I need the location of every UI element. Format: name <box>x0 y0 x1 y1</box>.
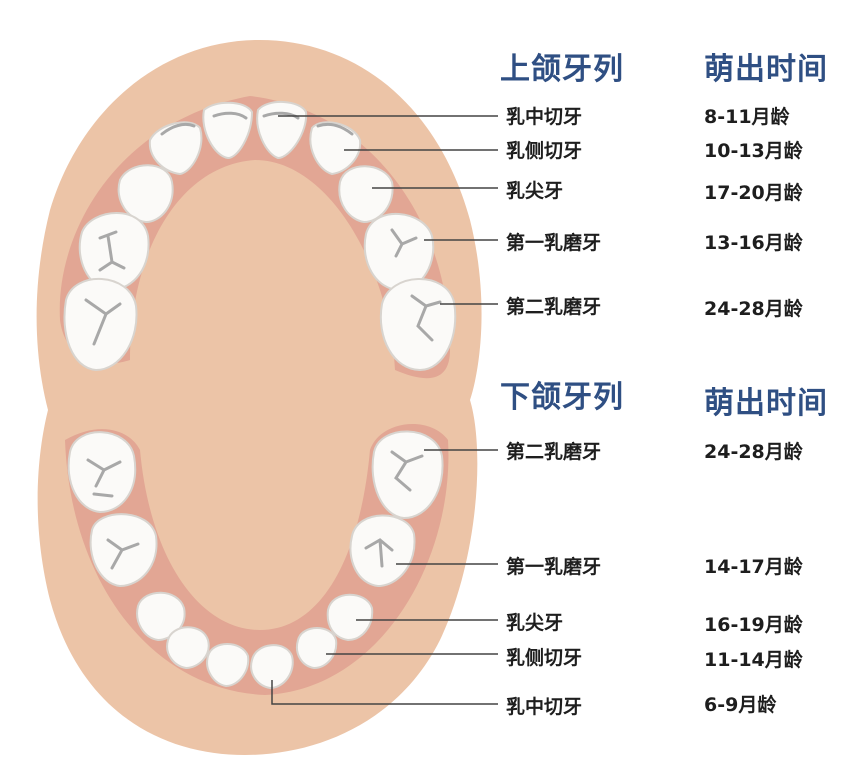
upper-canine-right <box>338 165 394 224</box>
upper-grooves <box>84 111 442 346</box>
lower-eruption-age: 11-14月龄 <box>704 649 803 671</box>
lower-eruption-age: 24-28月龄 <box>704 441 803 463</box>
lower-eruption-age: 14-17月龄 <box>704 556 803 578</box>
upper-tooth-name: 第二乳磨牙 <box>506 296 602 318</box>
lower-time-heading: 萌出时间 <box>704 386 828 421</box>
lower-tooth-name: 第一乳磨牙 <box>506 556 602 578</box>
upper-eruption-age: 13-16月龄 <box>704 232 803 254</box>
upper-eruption-age: 8-11月龄 <box>704 106 790 128</box>
lower-eruption-age: 16-19月龄 <box>704 614 803 636</box>
upper-jaw-heading: 上颌牙列 <box>500 52 624 87</box>
lower-canine-right <box>326 593 374 642</box>
upper-lateral-incisor-right <box>309 121 362 176</box>
leader-lower-central <box>271 680 498 705</box>
upper-time-heading: 萌出时间 <box>704 52 828 87</box>
lower-tooth-name: 乳侧切牙 <box>506 647 583 669</box>
lower-lateral-incisor-left <box>166 626 210 670</box>
upper-first-molar-left <box>78 212 150 292</box>
lower-lateral-incisor-right <box>296 627 338 670</box>
upper-eruption-age: 17-20月龄 <box>704 182 803 204</box>
lower-central-incisor-right <box>250 644 294 690</box>
lower-tooth-name: 乳尖牙 <box>506 612 564 634</box>
upper-eruption-age: 10-13月龄 <box>704 140 803 162</box>
lower-tooth-name: 第二乳磨牙 <box>506 441 602 463</box>
lower-central-incisor-left <box>206 643 250 688</box>
lower-grooves <box>86 450 424 570</box>
lower-eruption-age: 6-9月龄 <box>704 694 777 716</box>
upper-eruption-age: 24-28月龄 <box>704 298 803 320</box>
upper-canine-left <box>117 164 174 224</box>
lower-tooth-name: 乳中切牙 <box>506 696 583 718</box>
upper-tooth-name: 乳尖牙 <box>506 180 564 202</box>
upper-tooth-name: 乳中切牙 <box>506 106 583 128</box>
lower-teeth <box>67 430 444 690</box>
upper-tooth-name: 乳侧切牙 <box>506 140 583 162</box>
lower-jaw-heading: 下颌牙列 <box>500 380 624 415</box>
lower-second-molar-right <box>371 430 444 520</box>
leader-lines <box>271 115 498 705</box>
upper-tooth-name: 第一乳磨牙 <box>506 232 602 254</box>
